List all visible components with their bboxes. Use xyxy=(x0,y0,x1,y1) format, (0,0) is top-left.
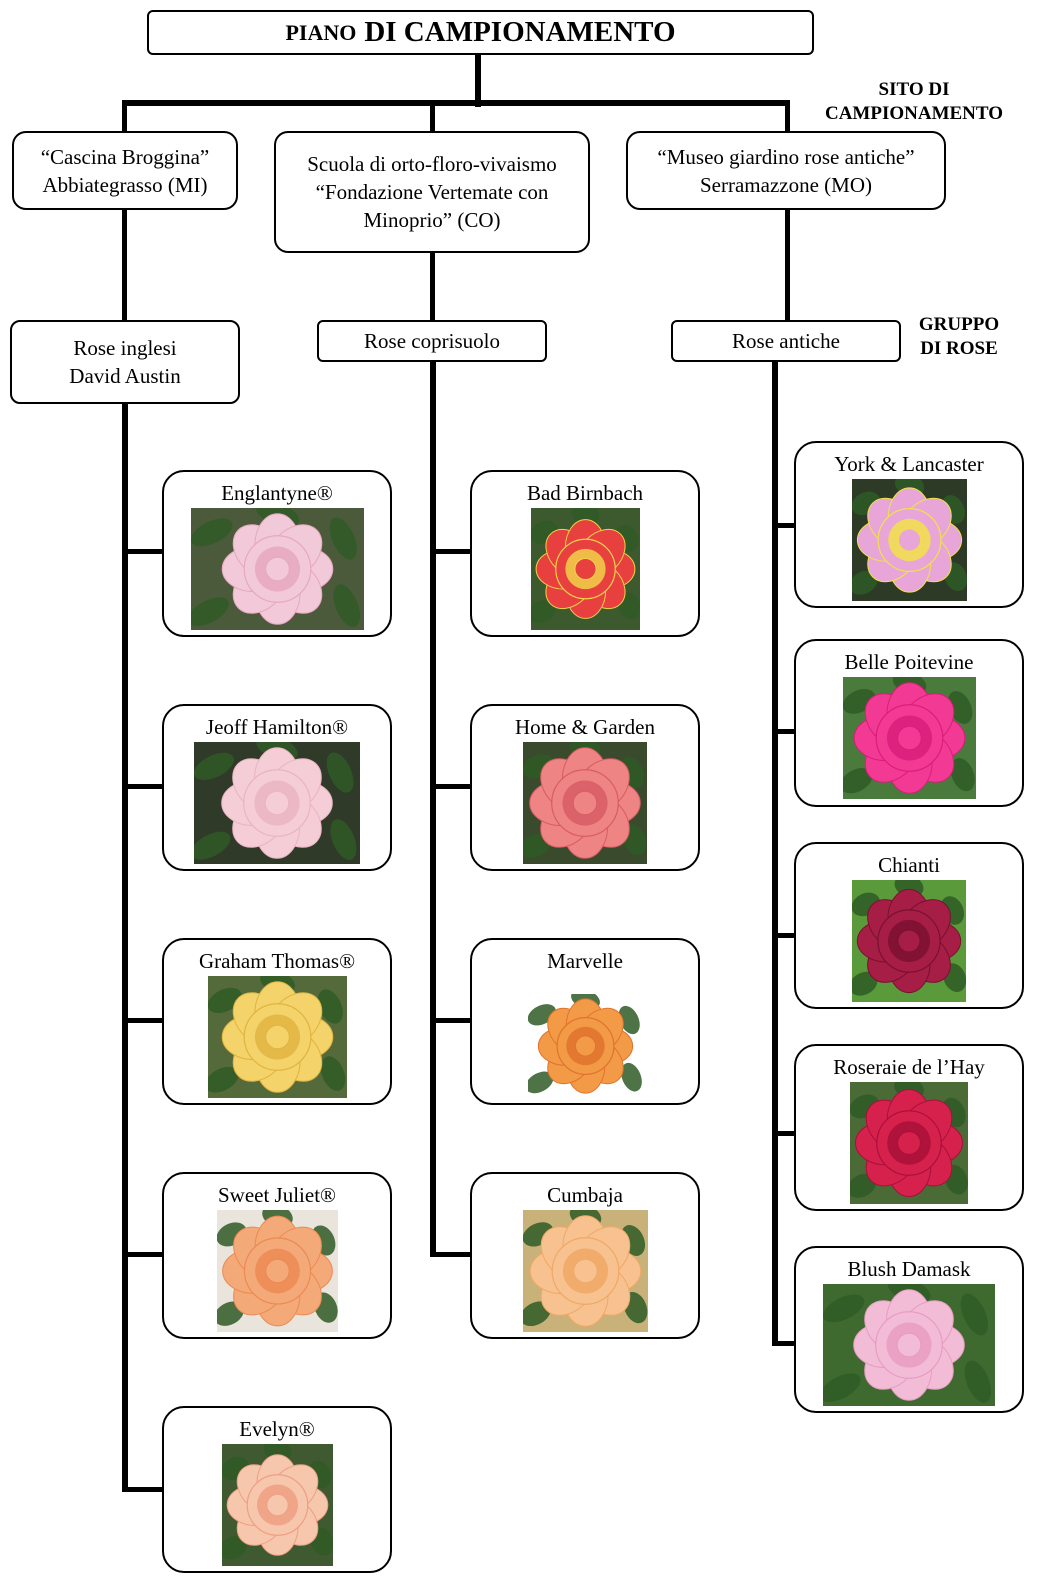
rose-card-chianti: Chianti xyxy=(794,842,1024,1009)
branch-line xyxy=(772,523,796,528)
rose-photo xyxy=(523,742,647,864)
connector-line xyxy=(430,252,435,321)
branch-line xyxy=(772,1131,796,1136)
rose-photo xyxy=(527,994,643,1098)
branch-line xyxy=(122,784,164,789)
branch-line xyxy=(430,1018,472,1023)
site-box-cascina-broggina: “Cascina Broggina” Abbiategrasso (MI) xyxy=(12,131,238,210)
rose-name: Cumbaja xyxy=(547,1183,623,1207)
trunk-line-antiche xyxy=(772,361,778,1346)
rose-photo xyxy=(823,1284,995,1406)
group-line: Rose antiche xyxy=(732,329,840,353)
rose-card-cumbaja: Cumbaja xyxy=(470,1172,700,1339)
rose-name: Chianti xyxy=(878,853,940,877)
branch-line xyxy=(122,1487,164,1492)
group-level-label: GRUPPO DI ROSE xyxy=(905,313,1013,361)
site-line: Scuola di orto-floro-vivaismo xyxy=(307,152,557,176)
rose-card-bad-birnbach: Bad Birnbach xyxy=(470,470,700,637)
diagram-title: PIANO DI CAMPIONAMENTO xyxy=(147,10,814,55)
trunk-line-inglesi xyxy=(122,403,128,1492)
site-box-museo-giardino: “Museo giardino rose antiche” Serramazzo… xyxy=(626,131,946,210)
rose-photo xyxy=(851,479,967,601)
site-line: “Fondazione Vertemate con xyxy=(315,180,549,204)
site-label-line: SITO DI xyxy=(878,79,950,100)
group-line: Rose inglesi xyxy=(73,336,177,360)
rose-photo xyxy=(850,1082,968,1204)
branch-line xyxy=(772,729,796,734)
group-box-rose-coprisuolo: Rose coprisuolo xyxy=(317,320,547,362)
rose-name: Blush Damask xyxy=(847,1257,971,1281)
connector-line xyxy=(475,55,481,107)
rose-name: Roseraie de l’Hay xyxy=(833,1055,985,1079)
rose-card-jeoff-hamilton: Jeoff Hamilton® xyxy=(162,704,392,871)
rose-photo xyxy=(216,1210,338,1332)
rose-card-sweet-juliet: Sweet Juliet® xyxy=(162,1172,392,1339)
rose-name: Evelyn® xyxy=(239,1417,315,1441)
rose-name: Bad Birnbach xyxy=(526,481,644,505)
rose-card-blush-damask: Blush Damask xyxy=(794,1246,1024,1413)
rose-photo xyxy=(522,1210,648,1332)
group-box-rose-antiche: Rose antiche xyxy=(671,320,901,362)
title-part1: PIANO xyxy=(285,19,357,45)
branch-line xyxy=(122,549,164,554)
connector-line xyxy=(785,100,790,132)
rose-name: Marvelle xyxy=(547,949,623,973)
rose-name: Graham Thomas® xyxy=(198,949,356,973)
branch-line xyxy=(772,933,796,938)
connector-line xyxy=(122,100,790,106)
branch-line xyxy=(430,1252,472,1257)
site-line: Minoprio” (CO) xyxy=(363,208,501,232)
branch-line xyxy=(122,1018,164,1023)
site-box-minoprio: Scuola di orto-floro-vivaismo “Fondazion… xyxy=(274,131,590,253)
title-part2: DI CAMPIONAMENTO xyxy=(364,16,676,48)
rose-name: Belle Poitevine xyxy=(844,650,974,674)
rose-card-englantyne: Englantyne® xyxy=(162,470,392,637)
rose-name: Englantyne® xyxy=(221,481,333,505)
site-line: Abbiategrasso (MI) xyxy=(42,172,208,197)
site-level-label: SITO DI CAMPIONAMENTO xyxy=(812,78,1016,126)
rose-name: Home & Garden xyxy=(515,715,655,739)
rose-photo xyxy=(207,976,347,1098)
trunk-line-coprisuolo xyxy=(430,361,436,1257)
site-line: Serramazzone (MO) xyxy=(700,172,872,197)
branch-line xyxy=(430,784,472,789)
rose-photo xyxy=(852,880,966,1002)
rose-card-home-garden: Home & Garden xyxy=(470,704,700,871)
group-label-line: DI ROSE xyxy=(920,338,998,359)
connector-line xyxy=(122,209,127,321)
branch-line xyxy=(122,1252,164,1257)
rose-photo xyxy=(190,508,364,630)
site-line: “Cascina Broggina” xyxy=(40,144,210,169)
site-label-line: CAMPIONAMENTO xyxy=(824,103,1004,124)
group-label-line: GRUPPO xyxy=(918,314,1000,335)
branch-line xyxy=(772,1341,796,1346)
rose-photo xyxy=(842,677,976,799)
rose-card-graham-thomas: Graham Thomas® xyxy=(162,938,392,1105)
rose-photo xyxy=(221,1444,333,1566)
branch-line xyxy=(430,549,472,554)
group-line: Rose coprisuolo xyxy=(364,329,500,353)
rose-photo xyxy=(530,508,640,630)
rose-name: Jeoff Hamilton® xyxy=(205,715,349,739)
connector-line xyxy=(122,100,127,132)
rose-card-belle-poitevine: Belle Poitevine xyxy=(794,639,1024,807)
rose-photo xyxy=(194,742,360,864)
group-box-rose-inglesi: Rose inglesi David Austin xyxy=(10,320,240,404)
connector-line xyxy=(430,100,435,132)
rose-name: Sweet Juliet® xyxy=(217,1183,337,1207)
rose-card-roseraie-de-lhay: Roseraie de l’Hay xyxy=(794,1044,1024,1211)
rose-name: York & Lancaster xyxy=(834,452,984,476)
site-line: “Museo giardino rose antiche” xyxy=(657,144,915,169)
rose-card-evelyn: Evelyn® xyxy=(162,1406,392,1573)
connector-line xyxy=(785,209,790,321)
rose-card-york-lancaster: York & Lancaster xyxy=(794,441,1024,608)
rose-card-marvelle: Marvelle xyxy=(470,938,700,1105)
group-line: David Austin xyxy=(69,364,181,388)
